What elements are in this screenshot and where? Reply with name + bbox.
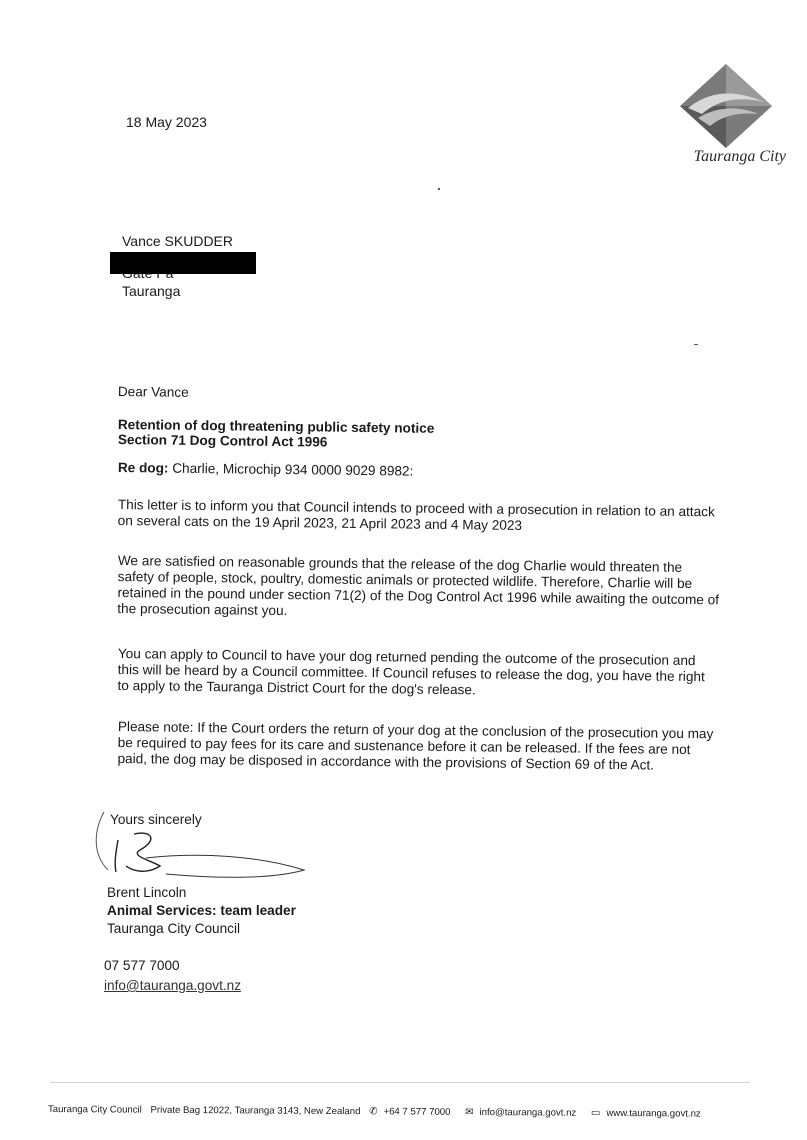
redaction-bar — [110, 252, 256, 274]
re-dog-line: Re dog: Charlie, Microchip 934 0000 9029… — [118, 460, 728, 483]
contact-email[interactable]: info@tauranga.govt.nz — [104, 978, 241, 993]
letter-date: 18 May 2023 — [126, 114, 207, 130]
signer-name: Brent Lincoln — [107, 885, 187, 900]
paragraph-retention: We are satisfied on reasonable grounds t… — [117, 553, 720, 619]
re-dog-value: Charlie, Microchip 934 0000 9029 8982: — [168, 460, 414, 479]
footer-email-group: ✉ info@tauranga.govt.nz — [465, 1107, 582, 1119]
signer-title: Animal Services: team leader — [107, 903, 296, 918]
signer-org: Tauranga City Council — [107, 921, 240, 936]
contact-phone: 07 577 7000 — [104, 958, 180, 973]
handwritten-signature — [95, 811, 306, 878]
phone-icon: ✆ — [369, 1106, 378, 1118]
paragraph-fees: Please note: If the Court orders the ret… — [117, 719, 714, 773]
recipient-city: Tauranga — [122, 283, 181, 299]
paragraph-prosecution: This letter is to inform you that Counci… — [117, 497, 715, 533]
signature-block: Brent Lincoln Animal Services: team lead… — [107, 884, 296, 938]
letterhead-footer: Tauranga City Council Private Bag 12022,… — [48, 1104, 768, 1120]
footer-phone: +64 7 577 7000 — [383, 1106, 451, 1118]
council-logo: Tauranga City — [666, 62, 786, 174]
footer-email[interactable]: info@tauranga.govt.nz — [479, 1107, 577, 1119]
footer-phone-group: ✆ +64 7 577 7000 — [369, 1106, 456, 1118]
footer-divider — [50, 1082, 750, 1083]
paragraph-apply: You can apply to Council to have your do… — [117, 646, 705, 698]
contact-details: 07 577 7000 info@tauranga.govt.nz — [104, 956, 241, 996]
recipient-name: Vance SKUDDER — [122, 233, 234, 249]
envelope-icon: ✉ — [465, 1106, 474, 1118]
salutation: Dear Vance — [117, 384, 189, 400]
scan-speck — [438, 188, 440, 190]
re-dog-label: Re dog: — [117, 460, 169, 476]
footer-web[interactable]: www.tauranga.govt.nz — [606, 1107, 701, 1120]
closing: Yours sincerely — [110, 812, 202, 827]
monitor-icon: ▭ — [590, 1107, 601, 1119]
diamond-logo-icon — [680, 64, 772, 148]
logo-wordmark: Tauranga City — [693, 148, 786, 165]
scan-speck — [694, 344, 698, 345]
footer-address: Private Bag 12022, Tauranga 3143, New Ze… — [150, 1104, 361, 1118]
footer-org: Tauranga City Council — [47, 1104, 142, 1116]
footer-web-group: ▭ www.tauranga.govt.nz — [591, 1108, 707, 1120]
